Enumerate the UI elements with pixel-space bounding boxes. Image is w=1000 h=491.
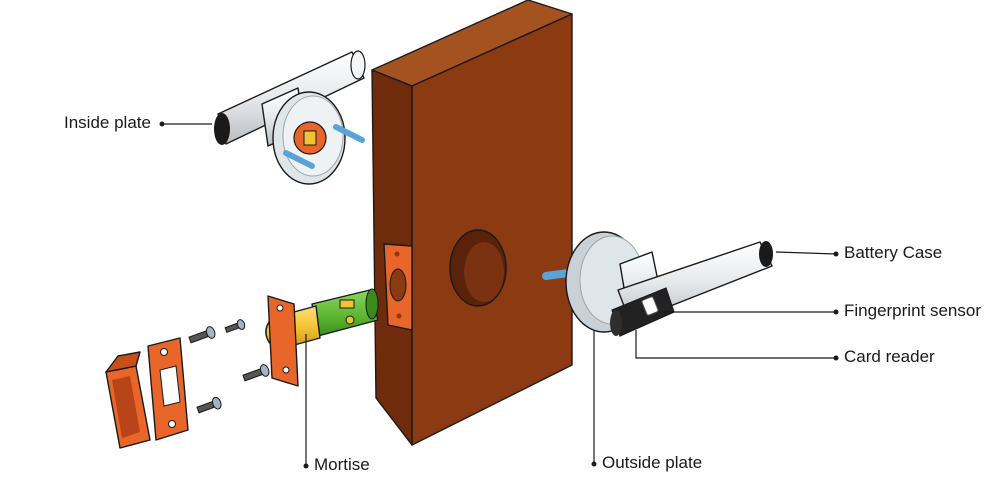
latch-face-screw-top <box>276 304 284 312</box>
latch-face-plate <box>267 295 299 387</box>
fingerprint-module-end <box>610 310 622 336</box>
label-card-reader: Card reader <box>844 347 935 366</box>
inside-handle-far-end <box>350 50 366 80</box>
latch-green-end <box>365 288 379 320</box>
outside-lever-end <box>759 241 773 267</box>
inside-cam-slot <box>303 130 317 146</box>
mortise-assembly <box>265 288 379 387</box>
strike-plate-opening <box>159 365 181 407</box>
latch-pin <box>345 315 355 325</box>
door-bore-hole-inner <box>464 242 504 302</box>
door-edge-plate-hole <box>389 268 407 302</box>
leader-card-reader <box>635 330 836 359</box>
leader-lines <box>159 121 839 469</box>
label-fingerprint-sensor: Fingerprint sensor <box>844 301 982 320</box>
label-battery-case: Battery Case <box>844 243 943 262</box>
inside-handle-end-cap <box>214 113 230 145</box>
inside-spindle-bottom <box>283 150 315 169</box>
door-block <box>371 0 573 446</box>
label-inside-plate: Inside plate <box>64 113 151 132</box>
inside-plate-assembly <box>214 50 366 185</box>
door-front-face <box>411 13 573 446</box>
strike-plate-screw-top <box>160 348 168 356</box>
leader-battery-case <box>775 251 837 255</box>
latch-slot <box>339 299 355 309</box>
fingerprint-sensor-window <box>641 296 659 316</box>
door-edge-plate-screw-bottom <box>396 313 402 319</box>
screws <box>188 319 270 414</box>
latch-face-screw-bottom <box>282 366 290 374</box>
strike-plates <box>105 337 189 449</box>
screw-icon <box>224 319 246 333</box>
label-mortise: Mortise <box>314 455 370 474</box>
strike-plate-screw-bottom <box>168 420 176 428</box>
screw-icon <box>188 326 216 344</box>
outside-plate-assembly <box>542 231 773 337</box>
screw-icon <box>242 364 270 382</box>
door-edge-plate-screw-top <box>394 251 400 257</box>
inside-spindle-top <box>333 124 365 143</box>
screw-icon <box>196 396 222 414</box>
label-outside-plate: Outside plate <box>602 453 703 472</box>
strike-box-inner <box>112 376 140 438</box>
strike-box-side <box>105 351 141 373</box>
